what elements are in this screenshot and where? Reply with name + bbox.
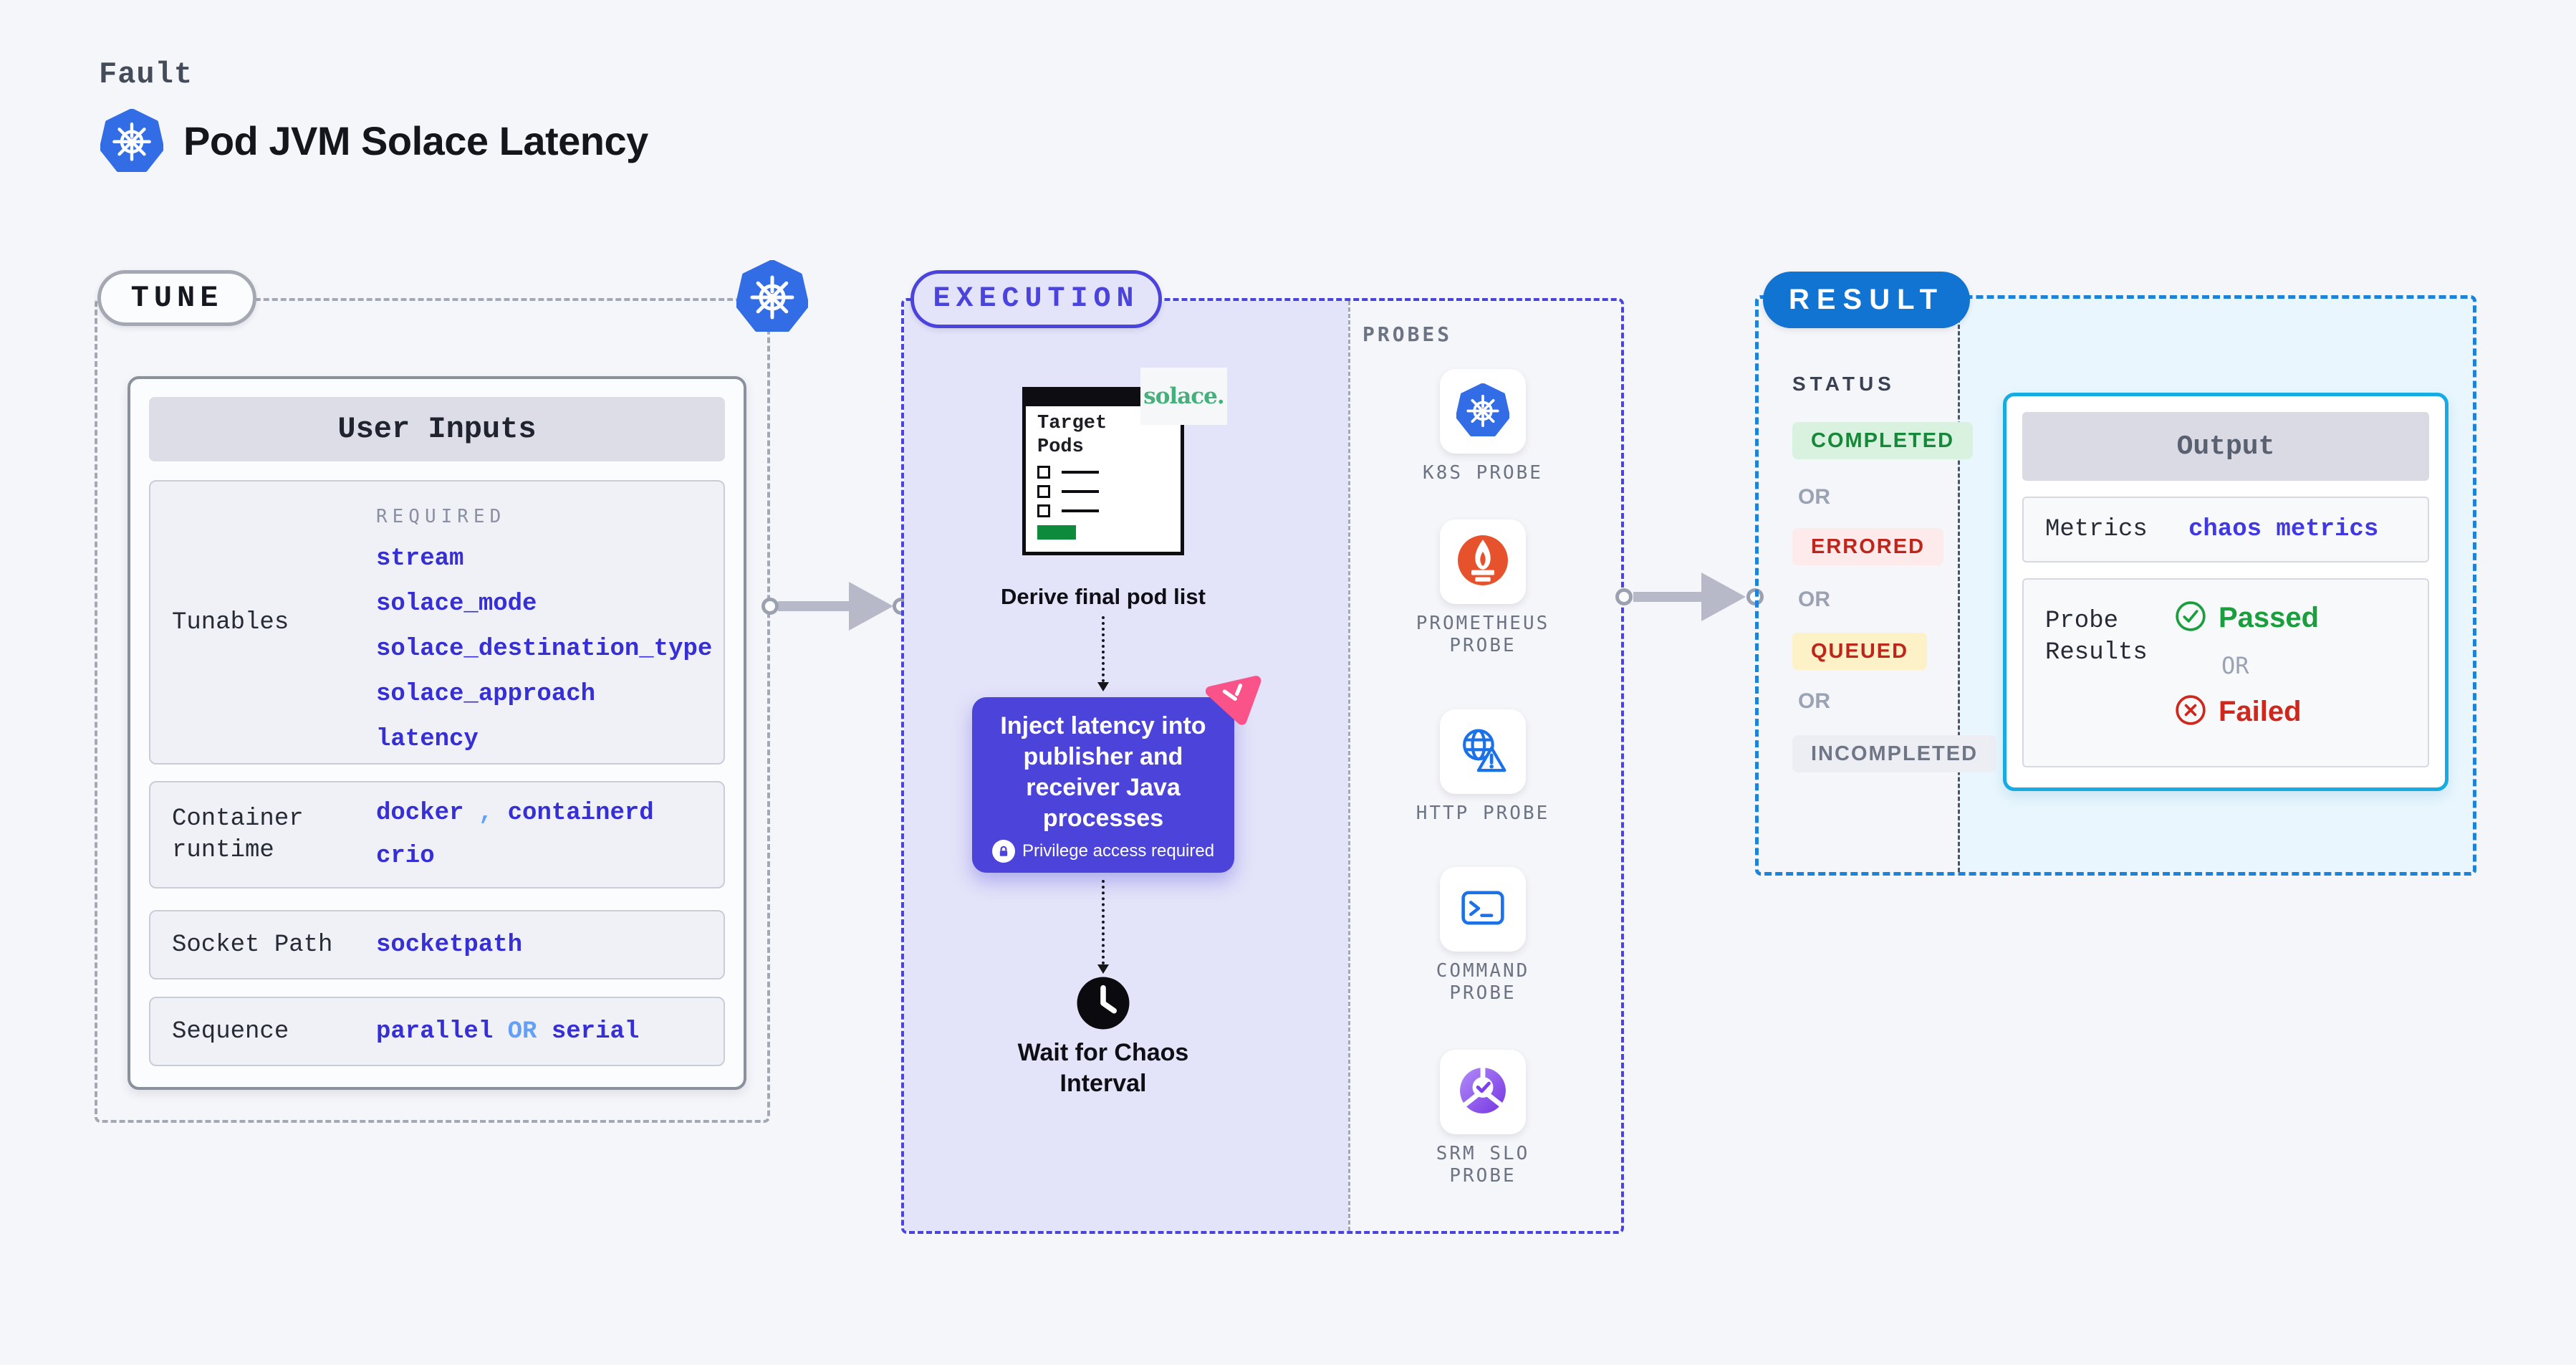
command-probe-card	[1440, 867, 1526, 952]
inject-latency-node: Inject latency into publisher and receiv…	[972, 697, 1234, 873]
pod-list-item	[1037, 504, 1169, 517]
kubernetes-icon	[100, 109, 163, 172]
slo-donut-check-icon	[1456, 1063, 1510, 1121]
x-circle-icon	[2174, 694, 2207, 730]
user-inputs-title: User Inputs	[149, 397, 725, 461]
tunable-value: solace_mode	[376, 590, 537, 618]
failed-result: Failed	[2174, 694, 2428, 730]
clock-icon	[1076, 976, 1130, 1030]
lock-icon	[991, 839, 1015, 863]
privilege-note: Privilege access required	[991, 839, 1214, 863]
tunable-value: solace_destination_type	[376, 636, 713, 663]
container-runtime-label: Container runtime	[172, 805, 304, 864]
metrics-row: Metrics chaos metrics	[2022, 497, 2429, 562]
pod-list-item	[1037, 485, 1169, 498]
tunable-value: solace_approach	[376, 681, 596, 708]
metrics-label: Metrics	[2045, 516, 2148, 543]
container-runtime-value: crio	[376, 843, 435, 870]
user-inputs-card: User Inputs Tunables REQUIRED stream sol…	[128, 376, 746, 1090]
k8s-probe-label: K8S PROBE	[1423, 462, 1543, 484]
tunables-row: Tunables REQUIRED stream solace_mode sol…	[149, 480, 725, 765]
or-label: OR	[1798, 588, 1830, 611]
tunable-value: stream	[376, 545, 464, 573]
litmus-chaos-icon	[1198, 669, 1267, 739]
page-header: Pod JVM Solace Latency	[100, 109, 648, 172]
arrow-execution-to-result	[1633, 592, 1705, 602]
status-badge-incompleted: INCOMPLETED	[1792, 735, 1997, 772]
output-title: Output	[2022, 412, 2429, 481]
command-probe-label: COMMAND PROBE	[1436, 960, 1530, 1004]
container-runtime-row: Container runtime docker , containerd cr…	[149, 781, 725, 889]
flow-connector-arrowhead	[1097, 964, 1109, 974]
probes-heading: PROBES	[1363, 322, 1453, 346]
flow-connector	[1102, 880, 1105, 964]
socket-path-label: Socket Path	[172, 931, 333, 959]
page-title: Pod JVM Solace Latency	[183, 118, 648, 163]
execution-badge: EXECUTION	[910, 270, 1162, 328]
wait-chaos-interval-label: Wait for Chaos Interval	[1017, 1039, 1189, 1097]
fault-eyebrow: Fault	[99, 57, 193, 92]
kubernetes-icon	[1456, 383, 1509, 440]
arrow-head	[1701, 573, 1746, 621]
container-runtime-values: docker , containerd	[376, 800, 654, 827]
status-heading: STATUS	[1792, 373, 1895, 395]
tunables-label: Tunables	[172, 608, 289, 636]
http-probe-card	[1440, 709, 1526, 794]
checkbox-icon	[1037, 466, 1050, 479]
kubernetes-icon	[736, 260, 808, 332]
prometheus-icon	[1456, 533, 1510, 591]
tune-badge: TUNE	[97, 270, 256, 326]
sequence-label: Sequence	[172, 1017, 289, 1045]
tune-panel	[95, 298, 770, 1123]
checkbox-icon	[1037, 504, 1050, 517]
target-pods-label: Target Pods	[1037, 413, 1107, 458]
flow-connector	[1102, 616, 1105, 682]
socket-path-row: Socket Path socketpath	[149, 910, 725, 980]
probe-results-row: Probe Results Passed OR	[2022, 578, 2429, 767]
arrow-tune-to-execution	[778, 601, 852, 611]
sequence-values: parallel OR serial	[376, 1017, 640, 1045]
http-globe-warning-icon	[1456, 723, 1510, 781]
result-divider	[1958, 299, 1960, 872]
arrow-head	[849, 582, 893, 631]
or-label: OR	[2221, 652, 2249, 679]
derive-pod-list-label: Derive final pod list	[1001, 584, 1206, 609]
srm-slo-probe-card	[1440, 1050, 1526, 1134]
check-circle-icon	[2174, 600, 2207, 636]
prometheus-probe-card	[1440, 519, 1526, 604]
window-green-button	[1037, 525, 1076, 540]
checkbox-icon	[1037, 485, 1050, 498]
result-badge: RESULT	[1763, 272, 1970, 328]
pod-list-item	[1037, 466, 1169, 479]
or-label: OR	[1798, 689, 1830, 713]
terminal-icon	[1456, 881, 1510, 939]
srm-slo-probe-label: SRM SLO PROBE	[1436, 1143, 1530, 1187]
status-badge-queued: QUEUED	[1792, 633, 1928, 670]
http-probe-label: HTTP PROBE	[1416, 803, 1550, 824]
status-badge-errored: ERRORED	[1792, 528, 1944, 565]
socket-path-value: socketpath	[376, 931, 523, 959]
passed-result: Passed	[2174, 600, 2428, 636]
prometheus-probe-label: PROMETHEUS PROBE	[1416, 613, 1550, 656]
or-label: OR	[1798, 485, 1830, 509]
connector-dot	[1615, 588, 1633, 605]
required-label: REQUIRED	[376, 506, 506, 527]
status-badge-completed: COMPLETED	[1792, 422, 1974, 459]
connector-dot	[761, 598, 779, 615]
sequence-row: Sequence parallel OR serial	[149, 997, 725, 1066]
metrics-value: chaos metrics	[2188, 516, 2379, 543]
tunable-value: latency	[376, 726, 479, 753]
probes-divider	[1348, 301, 1350, 1231]
inject-latency-label: Inject latency into publisher and receiv…	[1000, 712, 1206, 832]
output-card: Output Metrics chaos metrics Probe Resul…	[2003, 393, 2448, 791]
solace-logo: solace.	[1140, 368, 1227, 425]
flow-connector-arrowhead	[1097, 682, 1109, 691]
k8s-probe-card	[1440, 369, 1526, 454]
probe-results-label: Probe Results	[2045, 608, 2148, 666]
